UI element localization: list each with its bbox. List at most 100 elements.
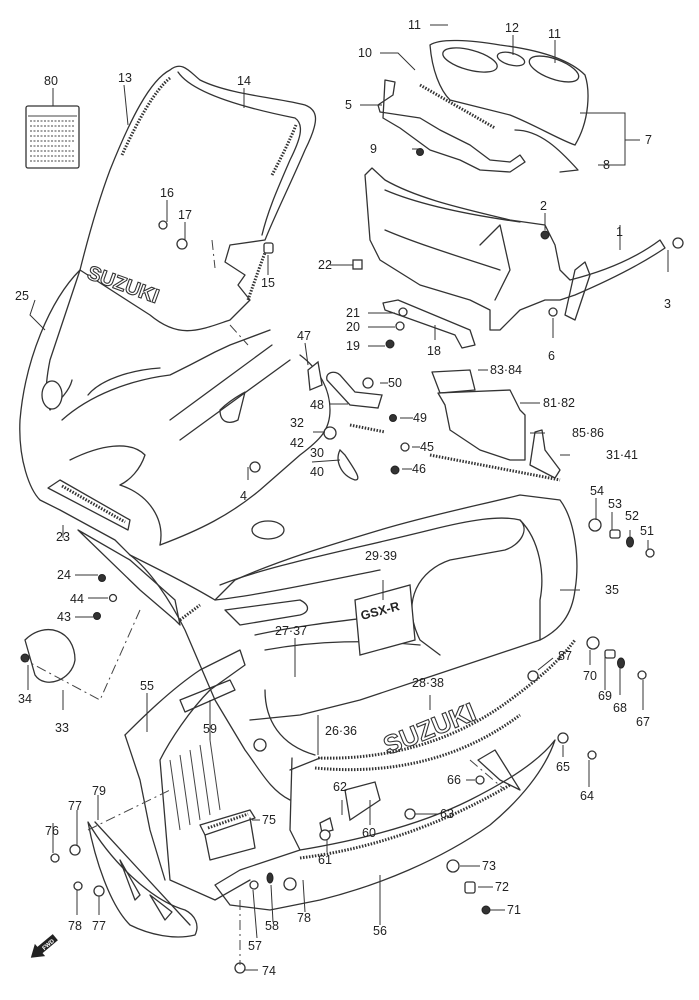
washer-17[interactable] [176,238,188,250]
callout-42[interactable]: 42 [290,436,304,450]
collar-72[interactable] [464,881,476,894]
callout-10[interactable]: 10 [358,46,372,60]
callout-22[interactable]: 22 [318,258,332,272]
bracket-part[interactable] [199,809,256,861]
collar-20[interactable] [395,321,405,331]
callout-40[interactable]: 40 [310,465,324,479]
callout-45[interactable]: 45 [420,440,434,454]
screw-4[interactable] [249,461,261,473]
screw-43[interactable] [93,612,101,620]
callout-85-86[interactable]: 85·86 [572,426,604,440]
callout-14[interactable]: 14 [237,74,251,88]
callout-60[interactable]: 60 [362,826,376,840]
screw-63[interactable] [404,808,416,820]
nut-78b[interactable] [283,877,297,891]
callout-58[interactable]: 58 [265,919,279,933]
inner-panel-part[interactable] [124,649,251,901]
screw-24[interactable] [98,574,106,582]
callout-6[interactable]: 6 [548,349,555,363]
callout-57[interactable]: 57 [248,939,262,953]
callout-79[interactable]: 79 [92,784,106,798]
callout-53[interactable]: 53 [608,497,622,511]
nut-66[interactable] [475,775,485,785]
callout-69[interactable]: 69 [598,689,612,703]
callout-35[interactable]: 35 [605,583,619,597]
nut-73[interactable] [446,859,460,873]
callout-31-41[interactable]: 31·41 [606,448,638,462]
screw-57[interactable] [249,880,259,890]
callout-87[interactable]: 87 [558,649,572,663]
callout-52[interactable]: 52 [625,509,639,523]
nut-22[interactable] [352,259,363,270]
callout-16[interactable]: 16 [160,186,174,200]
callout-72[interactable]: 72 [495,880,509,894]
callout-3[interactable]: 3 [664,297,671,311]
callout-80[interactable]: 80 [44,74,58,88]
grommet-15[interactable] [263,242,274,254]
screw-78a[interactable] [73,881,83,891]
inner-cover-part[interactable] [431,369,526,461]
lower-bracket-part[interactable] [382,299,476,349]
callout-55[interactable]: 55 [140,679,154,693]
callout-68[interactable]: 68 [613,701,627,715]
bolt-6[interactable] [548,307,558,317]
grommet-50-part[interactable] [362,377,374,389]
screw-34[interactable] [20,653,30,663]
callout-18[interactable]: 18 [427,344,441,358]
callout-23[interactable]: 23 [56,530,70,544]
callout-43[interactable]: 43 [57,610,71,624]
stay-30-part[interactable] [337,448,359,481]
washer-58[interactable] [266,872,274,884]
grommet-87[interactable] [527,670,539,682]
callout-83-84[interactable]: 83·84 [490,363,522,377]
nut-54[interactable] [588,518,602,532]
callout-46[interactable]: 46 [412,462,426,476]
callout-77-bottom[interactable]: 77 [92,919,106,933]
callout-77-top[interactable]: 77 [68,799,82,813]
callout-33[interactable]: 33 [55,721,69,735]
screw-45[interactable] [400,442,410,452]
callout-1[interactable]: 1 [616,225,623,239]
warning-label-part[interactable] [25,105,80,169]
callout-73[interactable]: 73 [482,859,496,873]
callout-70[interactable]: 70 [583,669,597,683]
callout-81-82[interactable]: 81·82 [543,396,575,410]
callout-5[interactable]: 5 [345,98,352,112]
callout-76[interactable]: 76 [45,824,59,838]
washer-68[interactable] [617,657,625,669]
screw-19[interactable] [385,339,395,349]
callout-27-37[interactable]: 27·37 [275,624,307,638]
callout-7[interactable]: 7 [645,133,652,147]
nut-44[interactable] [108,593,118,603]
bolt-64[interactable] [587,750,597,760]
bolt-3[interactable] [672,237,684,249]
washer-77a[interactable] [69,844,81,856]
callout-78-left[interactable]: 78 [68,919,82,933]
callout-15[interactable]: 15 [261,276,275,290]
callout-11-right[interactable]: 11 [548,27,561,41]
callout-67[interactable]: 67 [636,715,650,729]
callout-47[interactable]: 47 [297,329,311,343]
cowling-brace-part[interactable] [364,167,666,331]
collar-69[interactable] [604,649,616,659]
stay-60[interactable] [344,781,381,822]
callout-21[interactable]: 21 [346,306,360,320]
cover-strip-part[interactable] [429,429,561,482]
screw-9[interactable] [416,148,424,156]
side-trim-part[interactable] [47,479,201,626]
callout-64[interactable]: 64 [580,789,594,803]
callout-74[interactable]: 74 [262,964,276,978]
callout-19[interactable]: 19 [346,339,360,353]
callout-8[interactable]: 8 [603,158,610,172]
cover-33-part[interactable] [24,629,76,683]
screw-2[interactable] [540,230,550,240]
callout-54[interactable]: 54 [590,484,604,498]
callout-12[interactable]: 12 [505,21,519,35]
callout-65[interactable]: 65 [556,760,570,774]
nut-46[interactable] [390,465,400,475]
washer-77b[interactable] [93,885,105,897]
callout-34[interactable]: 34 [18,692,32,706]
callout-71[interactable]: 71 [507,903,521,917]
callout-2[interactable]: 2 [540,199,547,213]
windscreen-part[interactable]: SUZUKI [79,65,317,332]
